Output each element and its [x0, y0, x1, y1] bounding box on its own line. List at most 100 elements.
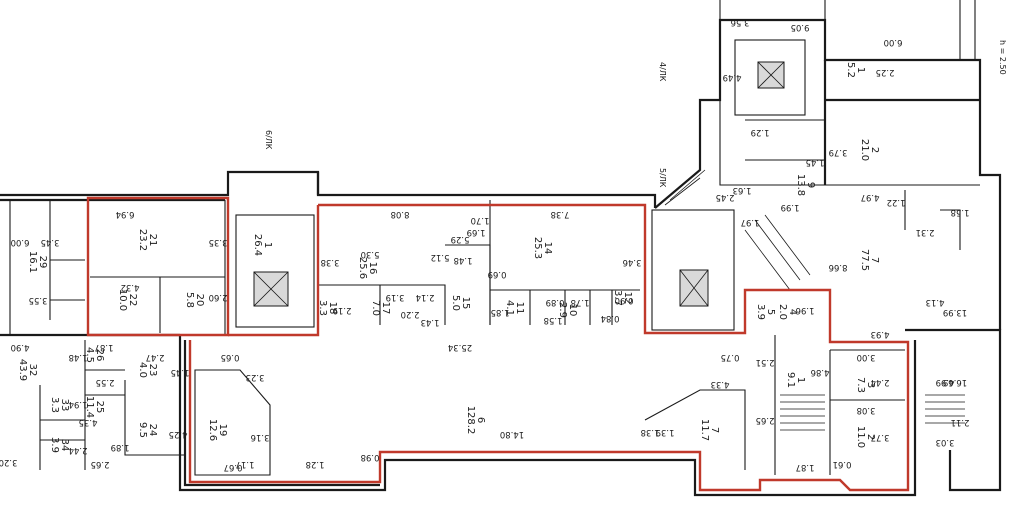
dimension-label: 1.87 [95, 342, 114, 352]
room-label: 711.7 [699, 419, 720, 441]
dimension-label: 1.97 [741, 217, 760, 227]
dimension-label: 1.89 [111, 442, 130, 452]
dimension-label: 1.78 [571, 297, 590, 307]
dimension-label: 4.33 [711, 379, 730, 389]
dimension-label: 2.14 [416, 292, 435, 302]
dimension-label: 3.55 [29, 295, 48, 305]
dimension-label: 3.56 [731, 17, 750, 27]
room-label: 114.1 [504, 300, 525, 316]
dimension-label: 7.38 [551, 209, 570, 219]
dimension-label: 1.39 [656, 427, 675, 437]
dimension-label: 1.69 [467, 227, 486, 237]
room-label: 15.2 [845, 62, 866, 78]
dimension-label: 0.84 [601, 313, 620, 323]
dimension-label: 2.45 [716, 192, 735, 202]
room-label: 343.9 [49, 437, 70, 453]
dimension-label: 3.19 [386, 292, 405, 302]
dimension-label: 1.38 [641, 427, 660, 437]
room-label: 333.3 [49, 397, 70, 413]
dimension-label: 2.20 [401, 309, 420, 319]
dimension-label: 2.44 [69, 445, 88, 455]
room-label: 1912.6 [207, 419, 228, 441]
dimension-label: 4.32 [121, 282, 140, 292]
dimension-label: 4.86 [811, 367, 830, 377]
dimension-label: 9.05 [791, 22, 810, 32]
stair-block-center [235, 214, 315, 328]
dimension-label: 13.99 [943, 307, 967, 317]
dimension-label: 5.30 [361, 249, 380, 259]
dimension-label: 3.46 [623, 257, 642, 267]
dimension-label: 0.89 [546, 297, 565, 307]
dimension-label: 5.12 [431, 252, 450, 262]
dimension-label: 0.69 [488, 269, 507, 279]
dimension-label: 1.58 [544, 315, 563, 325]
dimension-label: 2.65 [756, 415, 775, 425]
axis-label: 5/ЛК [658, 168, 667, 188]
dimension-label: 2.55 [96, 377, 115, 387]
dimension-label: 3.16 [251, 432, 270, 442]
dimension-label: 3.08 [857, 405, 876, 415]
dimension-label: 2.31 [916, 227, 935, 237]
dimension-label: 2.65 [91, 459, 110, 469]
room-label: 221.0 [859, 139, 880, 161]
room-label: 123.7 [612, 290, 633, 306]
dimension-label: 4.90 [11, 342, 30, 352]
room-label: 249.5 [137, 422, 158, 438]
axis-label: 6/ЛК [264, 130, 273, 150]
dimension-label: 3.03 [936, 437, 955, 447]
highlighted-zone [86, 196, 910, 492]
dimension-label: 8.08 [391, 209, 410, 219]
room-label: 3243.9 [17, 359, 38, 381]
dimension-label: 1.58 [951, 207, 970, 217]
dimension-label: 0.75 [721, 352, 740, 362]
dimension-label: 0.67 [224, 462, 243, 472]
dimension-label: 3.45 [41, 237, 60, 247]
dimension-label: 4.13 [926, 297, 945, 307]
dimension-label: 0.90 [615, 295, 634, 305]
dimension-label: 4.97 [861, 192, 880, 202]
dimension-label: 1.45 [171, 367, 190, 377]
room-label: 2123.2 [137, 229, 158, 251]
dimension-label: 3.79 [829, 147, 848, 157]
dimension-label: 2.25 [876, 67, 895, 77]
room-label: 777.5 [859, 249, 880, 271]
dimension-label: 2.11 [951, 417, 970, 427]
room-label: 37.3 [855, 377, 876, 393]
room-label: 155.0 [450, 295, 471, 311]
axis-label: 4/ЛК [658, 62, 667, 82]
dimension-label: 0.61 [833, 459, 852, 469]
dimension-label: 2.60 [209, 292, 228, 302]
room-label: 102.9 [557, 302, 578, 318]
room-label: 6128.2 [465, 406, 486, 435]
dimension-label: 14.80 [500, 429, 524, 439]
dimension-label: 1.28 [306, 459, 325, 469]
dimension-label: 1.17 [236, 459, 255, 469]
dimension-label: 8.66 [829, 262, 848, 272]
dimension-label: 1.96 [796, 305, 815, 315]
dimension-label: 2.47 [146, 352, 165, 362]
dimension-label: 4.49 [723, 72, 742, 82]
room-label: 913.8 [795, 174, 816, 196]
interior-walls [9, 100, 980, 476]
dimension-label: 1.70 [471, 215, 490, 225]
dimension-label: 3.38 [321, 257, 340, 267]
stair-block-right [651, 209, 735, 331]
dimension-label: 1.45 [806, 157, 825, 167]
room-label: 53.9 [755, 304, 776, 320]
dimension-label: 0.65 [221, 352, 240, 362]
room-label: 211.0 [855, 426, 876, 448]
dimension-label: 1.87 [796, 462, 815, 472]
dimension-label: 1.94 [69, 399, 88, 409]
dimension-label: 3.00 [857, 352, 876, 362]
room-label: 1425.3 [532, 237, 553, 259]
dimension-label: 1.85 [491, 307, 510, 317]
dimension-label: 2.44 [871, 377, 890, 387]
dimension-label: 2.19 [333, 305, 352, 315]
room-label: 1625.6 [357, 257, 378, 279]
room-label: 19.1 [785, 372, 806, 388]
dimension-label: 1.29 [751, 127, 770, 137]
room-label: 264.5 [84, 347, 105, 363]
stair-steps [664, 169, 965, 431]
